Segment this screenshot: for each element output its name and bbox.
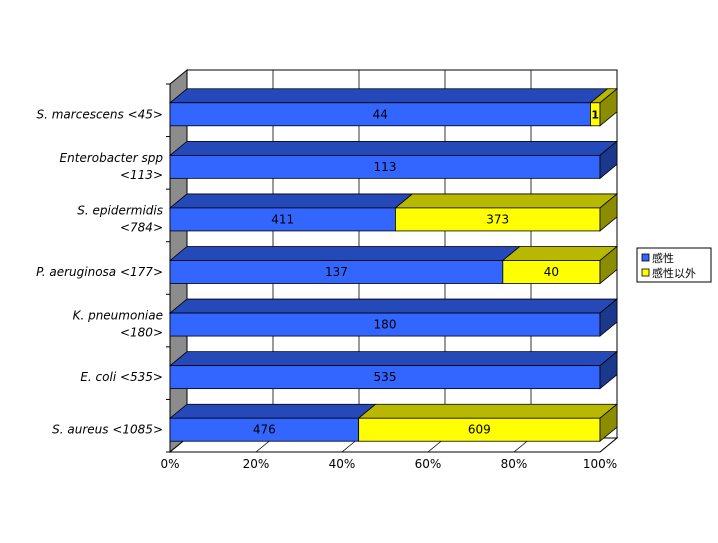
data-label: 476 bbox=[253, 423, 276, 437]
x-tick-label: 0% bbox=[160, 457, 179, 471]
legend-label: 感性 bbox=[652, 251, 674, 265]
category-label: K. pneumoniae <180> bbox=[73, 309, 163, 340]
category-label: S. marcescens <45> bbox=[37, 107, 164, 121]
x-tick-label: 60% bbox=[415, 457, 442, 471]
category-label: P. aeruginosa <177> bbox=[36, 265, 163, 279]
category-label-line: K. pneumoniae bbox=[73, 309, 163, 323]
legend-swatch bbox=[641, 253, 650, 262]
category-label: S. aureus <1085> bbox=[52, 423, 163, 437]
category-label: S. epidermidis <784> bbox=[77, 203, 163, 234]
category-label-line: Enterobacter spp bbox=[60, 151, 164, 165]
data-label: 1 bbox=[591, 108, 599, 121]
category-label: E. coli <535> bbox=[80, 370, 163, 384]
category-label-line: S. epidermidis bbox=[77, 203, 163, 217]
data-label: 113 bbox=[374, 160, 397, 174]
data-label: 535 bbox=[374, 370, 397, 384]
data-label: 373 bbox=[486, 212, 509, 226]
category-labels: S. marcescens <45> Enterobacter spp <113> S… bbox=[36, 107, 163, 436]
bar-top bbox=[168, 140, 619, 156]
data-label: 44 bbox=[373, 107, 388, 121]
bar-top bbox=[168, 403, 377, 419]
category-label-line: S. marcescens <45> bbox=[37, 107, 164, 121]
x-tick-label: 100% bbox=[583, 457, 617, 471]
data-label: 609 bbox=[468, 423, 491, 437]
bar-side bbox=[599, 245, 618, 285]
bar-side bbox=[599, 403, 618, 443]
category-label-line: <784> bbox=[120, 220, 163, 234]
gridline-floor bbox=[599, 437, 618, 453]
bar-side bbox=[599, 193, 618, 232]
bar-side bbox=[599, 140, 618, 180]
legend-label: 感性以外 bbox=[652, 266, 696, 280]
legend-swatch bbox=[641, 268, 650, 277]
bar-top bbox=[168, 246, 521, 261]
bar-top bbox=[168, 88, 609, 104]
x-tick-label: 40% bbox=[329, 457, 356, 471]
bars: 44 1 113 411 373 137 40 180 535 476 609 bbox=[168, 87, 619, 443]
bar-side bbox=[599, 298, 618, 337]
bar-top bbox=[501, 246, 619, 261]
x-tick-label: 80% bbox=[501, 457, 528, 471]
x-tick-label: 20% bbox=[243, 457, 270, 471]
category-label-line: P. aeruginosa <177> bbox=[36, 265, 163, 279]
bar-top bbox=[394, 193, 619, 209]
data-label: 40 bbox=[544, 265, 559, 279]
data-label: 180 bbox=[374, 318, 397, 332]
x-tick-labels: 0% 20% 40% 60% 80% 100% bbox=[160, 457, 617, 471]
category-label-line: <113> bbox=[120, 168, 163, 182]
bar-top bbox=[168, 193, 414, 209]
bar-top bbox=[168, 298, 619, 314]
bar-top bbox=[168, 351, 619, 367]
bar-top bbox=[357, 403, 619, 419]
bar-side bbox=[599, 87, 618, 127]
category-label-line: S. aureus <1085> bbox=[52, 423, 163, 437]
bar-side bbox=[599, 350, 618, 390]
category-label-line: <180> bbox=[120, 326, 163, 340]
category-label: Enterobacter spp <113> bbox=[60, 151, 164, 182]
category-label-line: E. coli <535> bbox=[80, 370, 163, 384]
data-label: 411 bbox=[271, 212, 294, 226]
data-label: 137 bbox=[325, 265, 348, 279]
